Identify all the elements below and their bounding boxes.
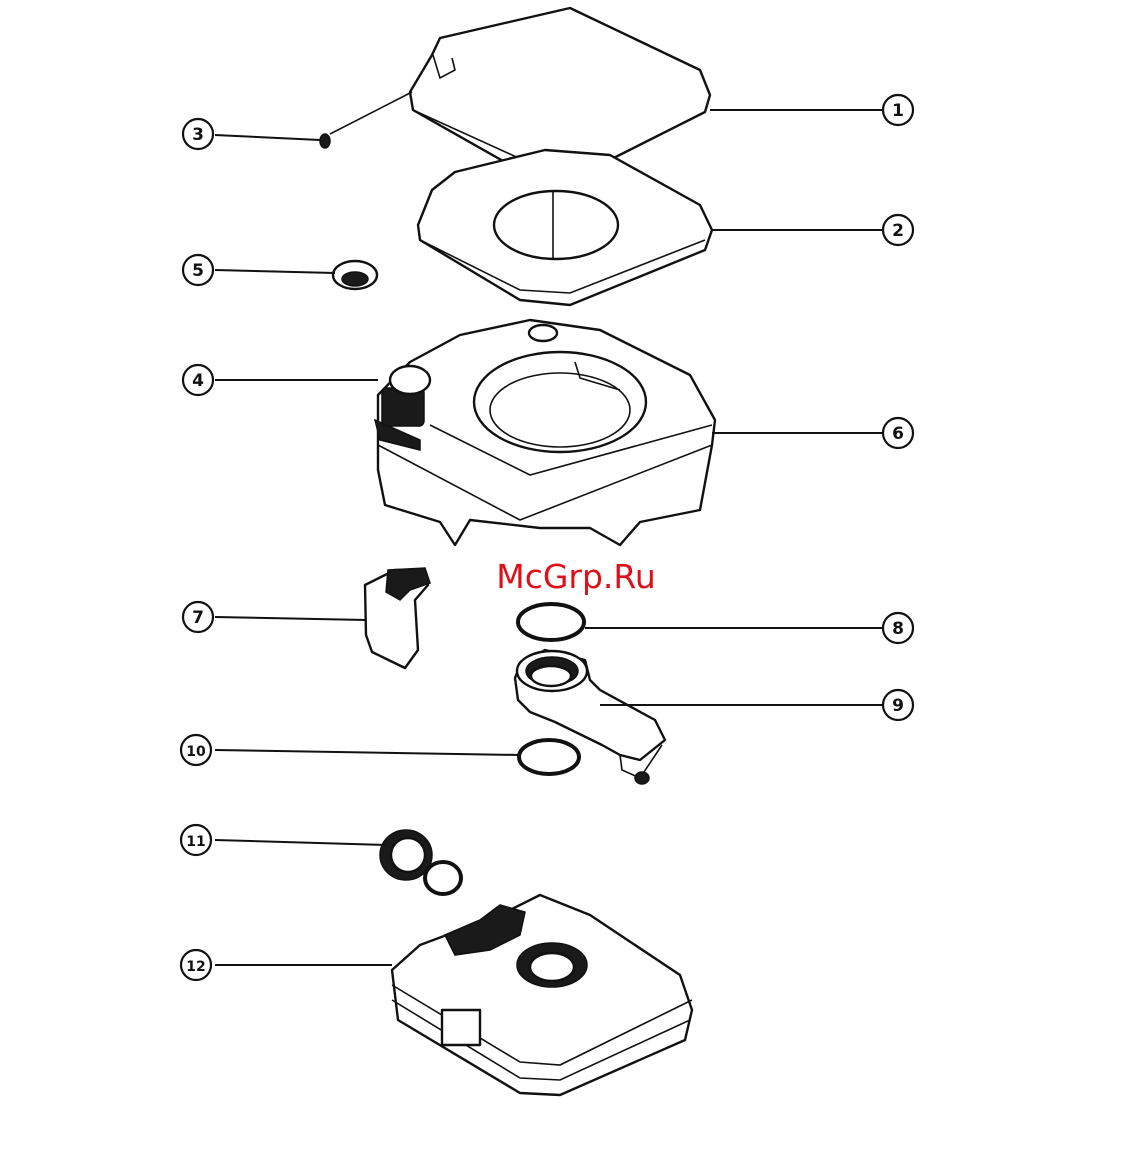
callout-11: 11 [181,825,211,855]
callout-9: 9 [883,690,913,720]
callout-4-label: 4 [192,371,204,391]
callout-7: 7 [183,602,213,632]
callout-3: 3 [183,119,213,149]
part-seat [418,150,712,305]
callout-10-label: 10 [186,744,206,760]
watermark-text: McGrp.Ru [496,557,656,596]
callout-4: 4 [183,365,213,395]
callout-1-label: 1 [892,101,904,121]
callout-12: 12 [181,950,211,980]
leader-10 [215,750,520,755]
part-o-ring-lower [519,740,579,774]
leader-3 [215,135,320,140]
part-o-ring-upper [518,604,584,640]
callout-11-label: 11 [186,834,205,850]
callout-8: 8 [883,613,913,643]
part-clip [365,568,430,668]
part-upper-tank [375,320,715,545]
callout-2-label: 2 [892,221,904,241]
callout-5-label: 5 [192,261,204,281]
callout-8-label: 8 [892,619,904,639]
leader-11 [215,840,385,845]
callout-2: 2 [883,215,913,245]
callout-12-label: 12 [186,959,205,975]
callout-6: 6 [883,418,913,448]
part-lower-tank [392,895,692,1095]
callout-10: 10 [181,735,211,765]
callout-9-label: 9 [892,696,904,716]
leader-5 [215,270,335,273]
callout-1: 1 [883,95,913,125]
callout-7-label: 7 [192,608,204,628]
leader-7 [215,617,366,620]
callout-5: 5 [183,255,213,285]
part-adapter [380,830,461,894]
callout-6-label: 6 [892,424,904,444]
part-cap [333,261,377,289]
part-screw [320,92,412,148]
callout-3-label: 3 [192,125,204,145]
